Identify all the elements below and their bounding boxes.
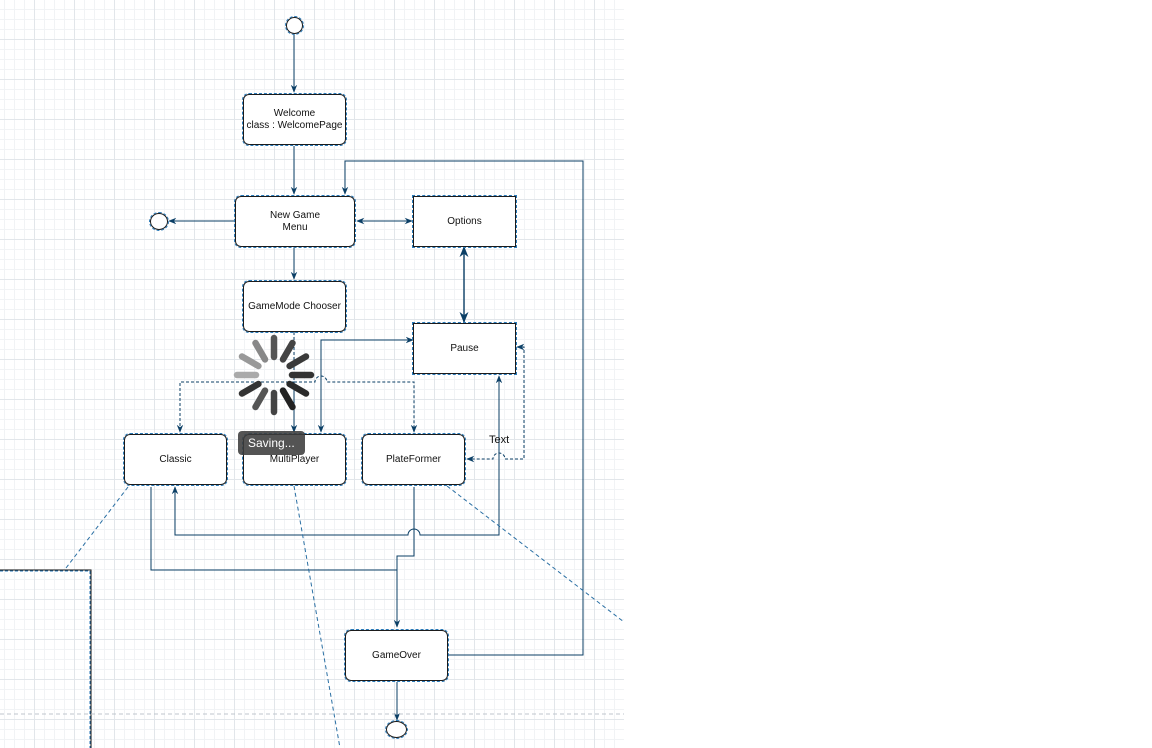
edge-multiplayer-pause <box>317 336 414 433</box>
end-node[interactable] <box>385 720 408 739</box>
saving-status-toast: Saving... <box>238 431 305 455</box>
connector-multiplayer-bottom <box>293 485 341 748</box>
node-new-game-menu[interactable]: New Game Menu <box>234 195 356 248</box>
node-welcome[interactable]: Welcome class : WelcomePage <box>242 93 347 146</box>
connector-classic-left <box>65 486 129 569</box>
node-options[interactable]: Options <box>412 195 517 248</box>
loading-spinner-icon <box>233 334 315 416</box>
edge-plateformer-gameover <box>396 487 415 570</box>
edge-gameover-menu <box>341 160 584 656</box>
diagram-canvas[interactable]: Welcome class : WelcomePage New Game Men… <box>0 0 624 748</box>
node-gameover[interactable]: GameOver <box>344 629 449 682</box>
connector-plateformer-right <box>446 485 624 623</box>
edge-label-text[interactable]: Text <box>489 434 510 446</box>
start-node[interactable] <box>285 16 304 35</box>
partial-shape <box>0 569 92 748</box>
edges-layer <box>0 34 624 748</box>
node-gamemode-chooser[interactable]: GameMode Chooser <box>242 280 347 333</box>
node-pause[interactable]: Pause <box>412 322 517 375</box>
edge-classic-gameover <box>150 487 401 628</box>
node-classic[interactable]: Classic <box>123 433 228 486</box>
node-plateformer[interactable]: PlateFormer <box>361 433 466 486</box>
exit-node[interactable] <box>149 212 169 231</box>
